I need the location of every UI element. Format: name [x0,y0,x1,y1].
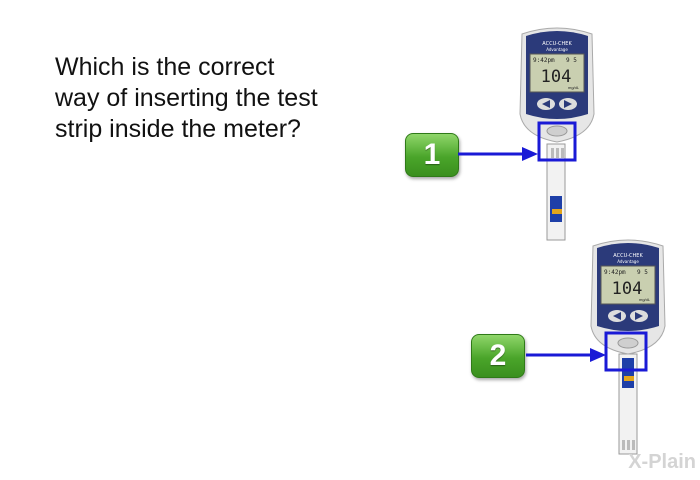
x-plain-watermark: X-Plain [628,451,696,473]
meter-1-right-icon [564,100,572,108]
meter-1-unit: mg/dL [568,85,580,90]
highlight-box-1 [537,121,577,162]
option-2-button[interactable]: 2 [471,334,525,378]
meter-1-brand: ACCU-CHEK [542,41,572,47]
test-strip-1 [546,143,566,241]
option-1-arrow [458,147,538,161]
option-2-arrow [526,348,606,362]
test-strip-2 [618,353,638,455]
meter-2-right-icon [635,312,643,320]
question-line-2: way of inserting the test [55,84,318,112]
meter-2-time: 9:42pm [604,269,626,276]
meter-1-time: 9:42pm [533,57,555,64]
question-line-3: strip inside the meter? [55,115,301,143]
meter-2-date: 9 5 [637,269,648,276]
question-text: Which is the correct way of inserting th… [55,52,385,145]
meter-2-reading: 104 [612,279,643,299]
meter-1-model: Advantage [546,47,568,52]
highlight-box-2 [604,331,648,372]
option-1-button[interactable]: 1 [405,133,459,177]
question-line-1: Which is the correct [55,53,275,81]
meter-1-left-icon [542,100,550,108]
glucose-meter-2: ACCU-CHEK Advantage 9:42pm 9 5 104 mg/dL [590,239,666,455]
meter-2-model: Advantage [617,259,639,264]
meter-1-reading: 104 [541,67,572,87]
meter-2-unit: mg/dL [639,297,651,302]
meter-1-date: 9 5 [566,57,577,64]
meter-2-left-icon [613,312,621,320]
glucose-meter-1: ACCU-CHEK Advantage 9:42pm 9 5 104 mg/dL [519,27,595,241]
meter-2-brand: ACCU-CHEK [613,253,643,259]
